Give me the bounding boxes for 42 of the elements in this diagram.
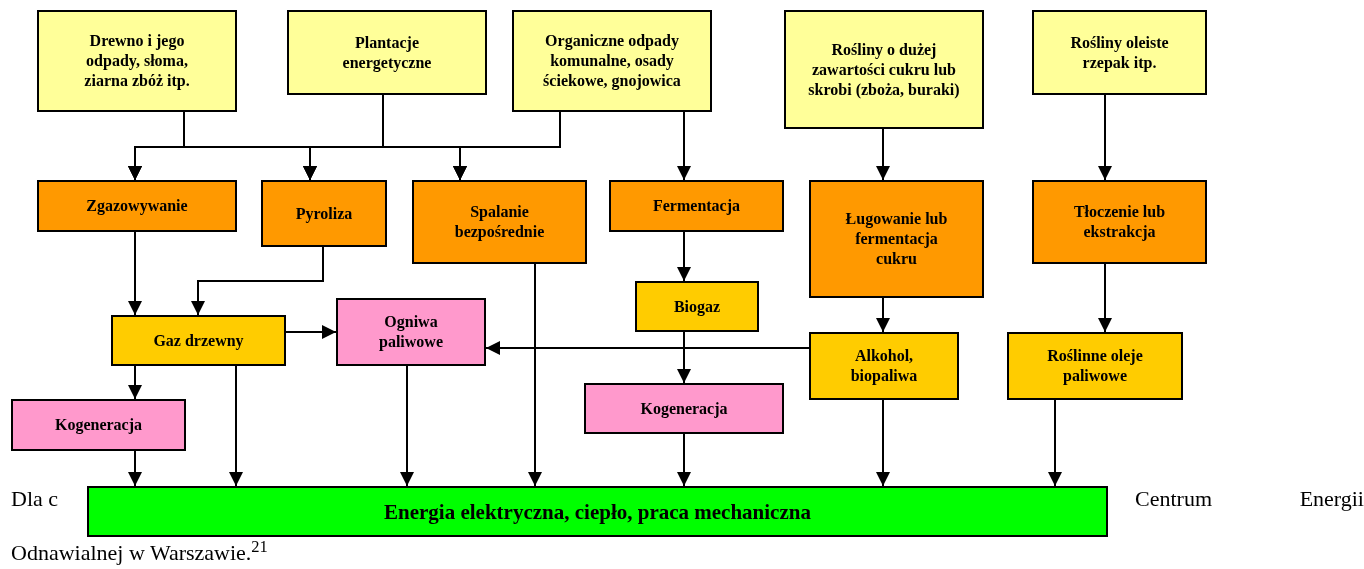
arrow xyxy=(128,365,142,400)
technology-box: Kogeneracja xyxy=(584,383,784,434)
fuel-box: Roślinne oleje paliwowe xyxy=(1007,332,1183,400)
source-box: Rośliny o dużej zawartości cukru lub skrobi (zboża, buraki) xyxy=(784,10,984,129)
output-bar: Energia elektryczna, ciepło, praca mechaniczna xyxy=(87,486,1108,537)
arrow xyxy=(677,433,691,487)
technology-box: Ogniwa paliwowe xyxy=(336,298,486,366)
arrow xyxy=(1048,399,1062,487)
source-box: Plantacje energetyczne xyxy=(287,10,487,95)
source-box: Rośliny oleiste rzepak itp. xyxy=(1032,10,1207,95)
arrow xyxy=(1098,263,1112,333)
process-box: Ługowanie lub fermentacja cukru xyxy=(809,180,984,298)
arrow xyxy=(400,365,414,487)
body-text: Centrum Energii xyxy=(1135,486,1364,512)
process-box: Fermentacja xyxy=(609,180,784,232)
arrow xyxy=(128,231,142,316)
arrow xyxy=(876,128,890,181)
arrow xyxy=(876,399,890,487)
arrow xyxy=(453,111,561,181)
process-box: Zgazowywanie xyxy=(37,180,237,232)
body-text: Dla c xyxy=(11,486,59,512)
arrow xyxy=(876,297,890,333)
process-box: Pyroliza xyxy=(261,180,387,247)
technology-box: Kogeneracja xyxy=(11,399,186,451)
arrow xyxy=(485,341,810,355)
fuel-box: Gaz drzewny xyxy=(111,315,286,366)
body-text: Odnawialnej w Warszawie.$^{21}$ xyxy=(11,540,268,566)
arrow xyxy=(677,111,691,181)
arrow xyxy=(677,231,691,282)
process-box: Spalanie bezpośrednie xyxy=(412,180,587,264)
fuel-box: Alkohol, biopaliwa xyxy=(809,332,959,400)
process-box: Tłoczenie lub ekstrakcja xyxy=(1032,180,1207,264)
arrow xyxy=(229,365,243,487)
arrow xyxy=(285,325,337,339)
source-box: Drewno i jego odpady, słoma, ziarna zbóż itp. xyxy=(37,10,237,112)
source-box: Organiczne odpady komunalne, osady ściekowe, gnojowica xyxy=(512,10,712,112)
arrow xyxy=(677,331,691,384)
arrow xyxy=(1098,94,1112,181)
fuel-box: Biogaz xyxy=(635,281,759,332)
arrow xyxy=(528,263,542,487)
arrow xyxy=(128,450,142,487)
arrow xyxy=(191,246,324,316)
